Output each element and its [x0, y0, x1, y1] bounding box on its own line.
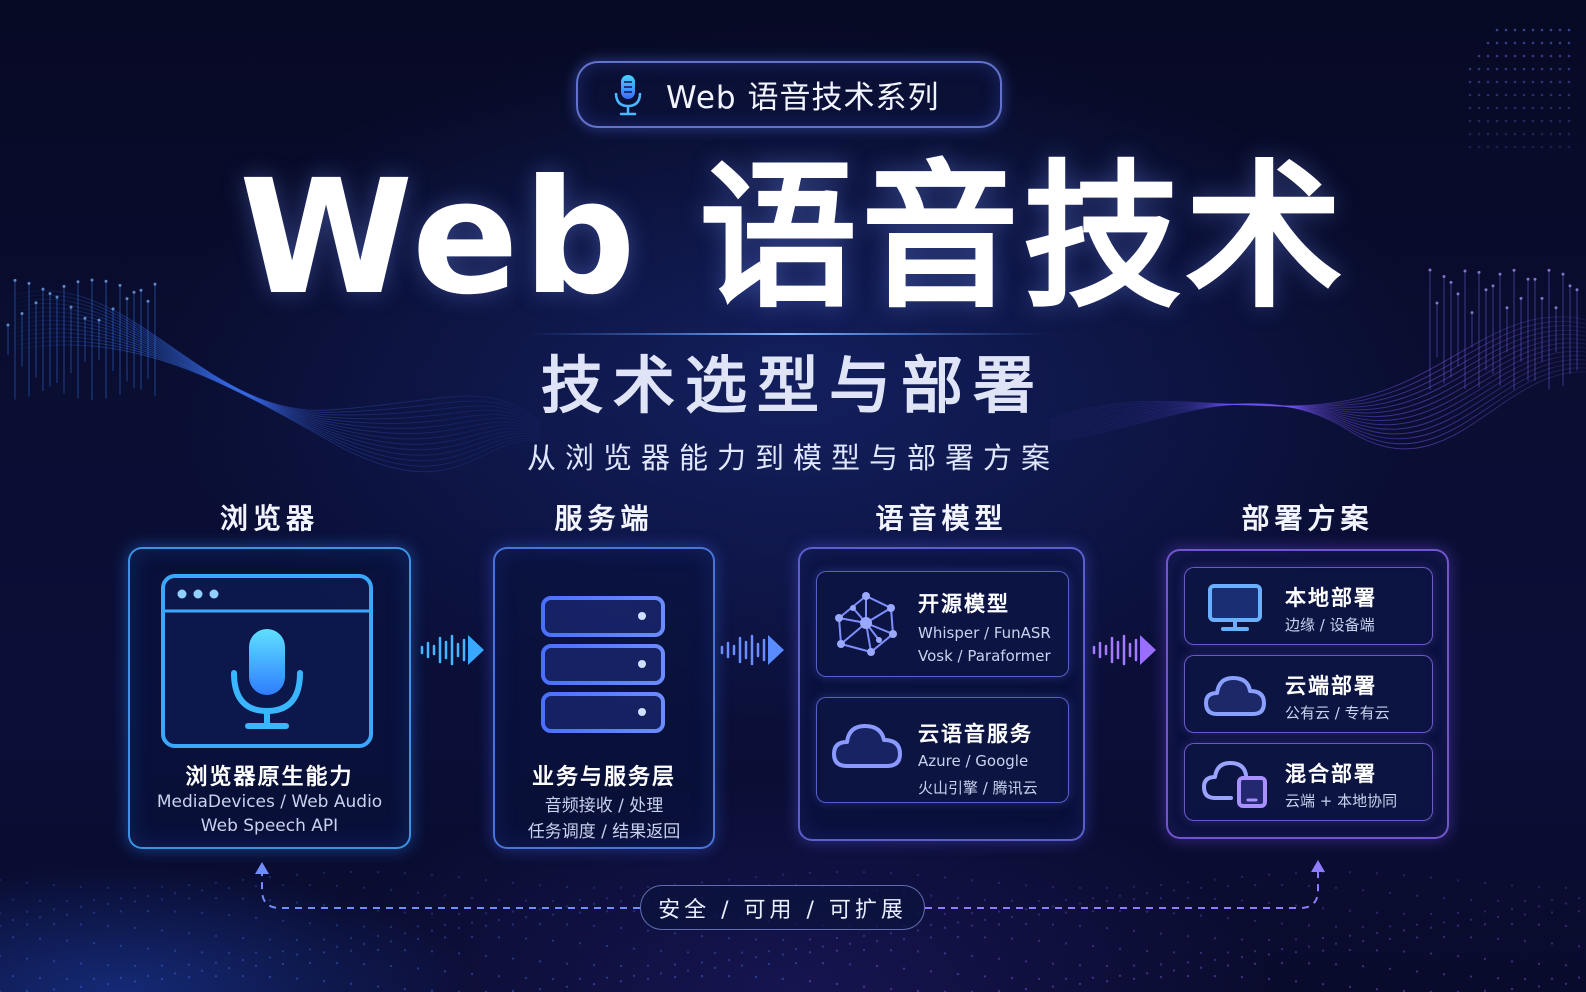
- heading-deploy: 部署方案: [1241, 502, 1374, 535]
- series-badge: Web 语音技术系列: [576, 61, 1002, 128]
- flow-arrow-server-to-model: [720, 634, 784, 666]
- browser-card-line1: MediaDevices / Web Audio: [156, 792, 383, 812]
- cloud-icon: [832, 724, 902, 768]
- deploy-item-hybrid-title: 混合部署: [1285, 762, 1377, 786]
- deploy-item-hybrid-line: 云端 + 本地协同: [1285, 792, 1398, 810]
- heading-browser: 浏览器: [219, 502, 319, 535]
- deploy-item-hybrid: 混合部署 云端 + 本地协同: [1184, 743, 1433, 821]
- deploy-card: 本地部署 边缘 / 设备端 云端部署 公有云 / 专有云 混合部署 云端 + 本…: [1166, 549, 1449, 839]
- server-card: 业务与服务层 音频接收 / 处理 任务调度 / 结果返回: [493, 547, 715, 849]
- model-item-open-source-title: 开源模型: [918, 592, 1010, 616]
- browser-card-line2: Web Speech API: [200, 816, 339, 836]
- model-card: 开源模型 Whisper / FunASR Vosk / Paraformer …: [798, 547, 1085, 841]
- microphone-icon: [614, 74, 642, 115]
- page-subtitle: 技术选型与部署: [540, 349, 1045, 422]
- deploy-item-cloud-line: 公有云 / 专有云: [1285, 704, 1390, 722]
- server-card-label: 业务与服务层: [531, 765, 676, 790]
- browser-card: 浏览器原生能力 MediaDevices / Web Audio Web Spe…: [128, 547, 411, 849]
- server-card-line2: 任务调度 / 结果返回: [527, 822, 681, 842]
- model-item-open-source-line1: Whisper / FunASR: [918, 624, 1051, 642]
- page-title: Web 语音技术: [239, 146, 1347, 330]
- title-separator: [528, 333, 1048, 335]
- heading-model: 语音模型: [875, 502, 1008, 535]
- browser-card-label: 浏览器原生能力: [185, 765, 354, 790]
- neural-network-icon: [835, 592, 897, 656]
- deploy-item-cloud-title: 云端部署: [1285, 674, 1377, 698]
- deploy-item-local-line: 边缘 / 设备端: [1285, 616, 1375, 634]
- flow-arrow-browser-to-server: [420, 634, 484, 666]
- series-badge-text: Web 语音技术系列: [666, 80, 940, 116]
- deploy-item-cloud: 云端部署 公有云 / 专有云: [1184, 655, 1433, 733]
- heading-server: 服务端: [554, 502, 654, 535]
- model-item-cloud-service-title: 云语音服务: [918, 722, 1033, 746]
- deploy-item-local-title: 本地部署: [1285, 586, 1377, 610]
- model-item-cloud-service-line1: Azure / Google: [918, 752, 1029, 770]
- cloud-icon: [1204, 676, 1266, 716]
- footer-principles: 安全 / 可用 / 可扩展: [640, 885, 925, 930]
- model-item-cloud-service: 云语音服务 Azure / Google 火山引擎 / 腾讯云: [816, 697, 1069, 803]
- monitor-icon: [1208, 584, 1262, 631]
- flow-arrow-model-to-deploy: [1092, 634, 1156, 666]
- page-tagline: 从浏览器能力到模型与部署方案: [526, 441, 1059, 475]
- server-stack-icon: [541, 596, 665, 733]
- browser-window-microphone-icon: [161, 574, 373, 748]
- cloud-device-icon: [1202, 761, 1267, 808]
- model-item-open-source: 开源模型 Whisper / FunASR Vosk / Paraformer: [816, 571, 1069, 677]
- server-card-line1: 音频接收 / 处理: [544, 796, 664, 816]
- deploy-item-local: 本地部署 边缘 / 设备端: [1184, 567, 1433, 645]
- model-item-open-source-line2: Vosk / Paraformer: [918, 647, 1051, 665]
- model-item-cloud-service-line2: 火山引擎 / 腾讯云: [918, 779, 1038, 797]
